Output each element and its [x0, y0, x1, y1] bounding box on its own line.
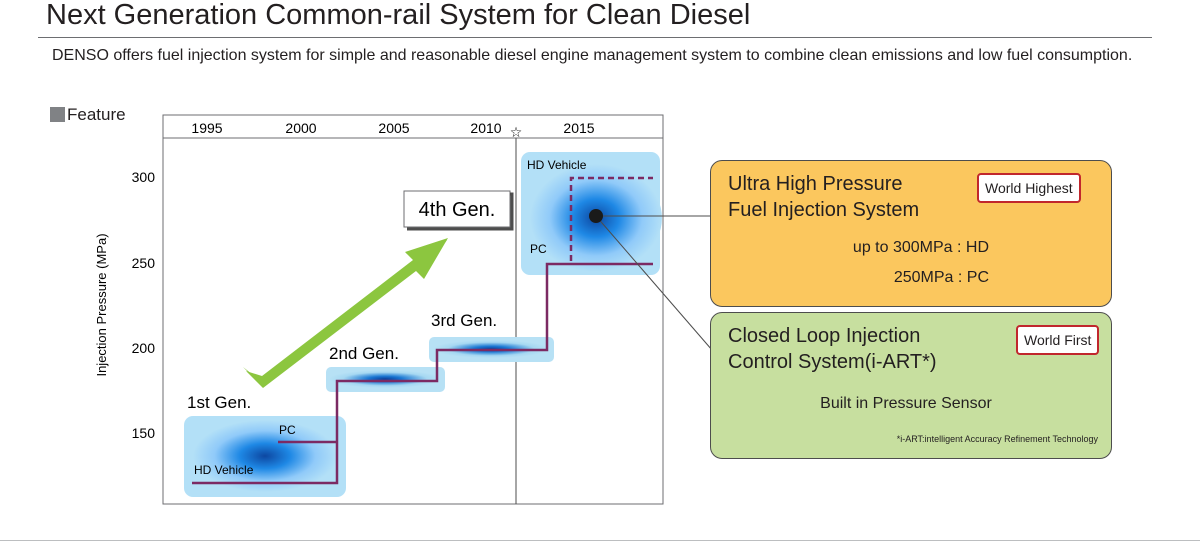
pressure-tick: 200	[132, 340, 156, 356]
gen1-label: 1st Gen.	[187, 393, 251, 412]
world-first-badge: World First	[1016, 325, 1100, 355]
year-tick: 2005	[378, 120, 409, 136]
square-bullet-icon	[50, 107, 65, 122]
footnote: *i-ART:intelligent Accuracy Refinement T…	[896, 434, 1098, 444]
year-tick: 2010	[470, 120, 501, 136]
card-title-line: Fuel Injection System	[728, 199, 920, 221]
year-tick: 2015	[563, 120, 594, 136]
gen4-label: 4th Gen.	[419, 199, 496, 221]
star-icon: ☆	[510, 124, 523, 140]
gen2-label: 2nd Gen.	[329, 344, 399, 363]
page-title: Next Generation Common-rail System for C…	[46, 0, 751, 31]
pressure-tick: 300	[132, 169, 156, 185]
gen2-glow	[329, 370, 441, 388]
year-tick: 1995	[191, 120, 222, 136]
hd-pressure-detail: up to 300MPa : HD	[852, 239, 989, 256]
hd-step-line	[192, 262, 653, 485]
feature-label: Feature	[67, 105, 126, 124]
y-axis-label: Injection Pressure (MPa)	[94, 233, 109, 376]
gen1-glow	[193, 420, 337, 492]
connector-closed	[595, 215, 713, 351]
pc-label: PC	[279, 423, 296, 437]
gen3-label: 3rd Gen.	[431, 311, 497, 330]
system-point-icon	[589, 209, 603, 223]
pressure-tick: 250	[132, 255, 156, 271]
page-description: DENSO offers fuel injection system for s…	[52, 47, 1133, 64]
pc-label: PC	[530, 242, 547, 256]
pc-pressure-detail: 250MPa : PC	[893, 269, 989, 286]
card-title-line: Control System(i-ART*)	[728, 351, 937, 373]
pressure-tick: 150	[132, 425, 156, 441]
hd-vehicle-label: HD Vehicle	[527, 158, 587, 172]
sensor-detail: Built in Pressure Sensor	[820, 395, 992, 412]
gen4-callout-shadow	[407, 192, 514, 231]
hd-300mpa-dashed-line	[569, 176, 653, 261]
hd-vehicle-label: HD Vehicle	[194, 463, 254, 477]
feature-heading: Feature	[50, 104, 126, 126]
progress-arrow-body	[246, 238, 448, 388]
world-highest-badge: World Highest	[977, 173, 1081, 203]
card-title-line: Ultra High Pressure	[728, 173, 903, 195]
year-tick: 2000	[285, 120, 316, 136]
card-title-line: Closed Loop Injection	[728, 325, 921, 347]
footer-divider	[0, 540, 1200, 541]
gen4-callout-box	[403, 190, 511, 228]
title-divider	[38, 37, 1152, 38]
